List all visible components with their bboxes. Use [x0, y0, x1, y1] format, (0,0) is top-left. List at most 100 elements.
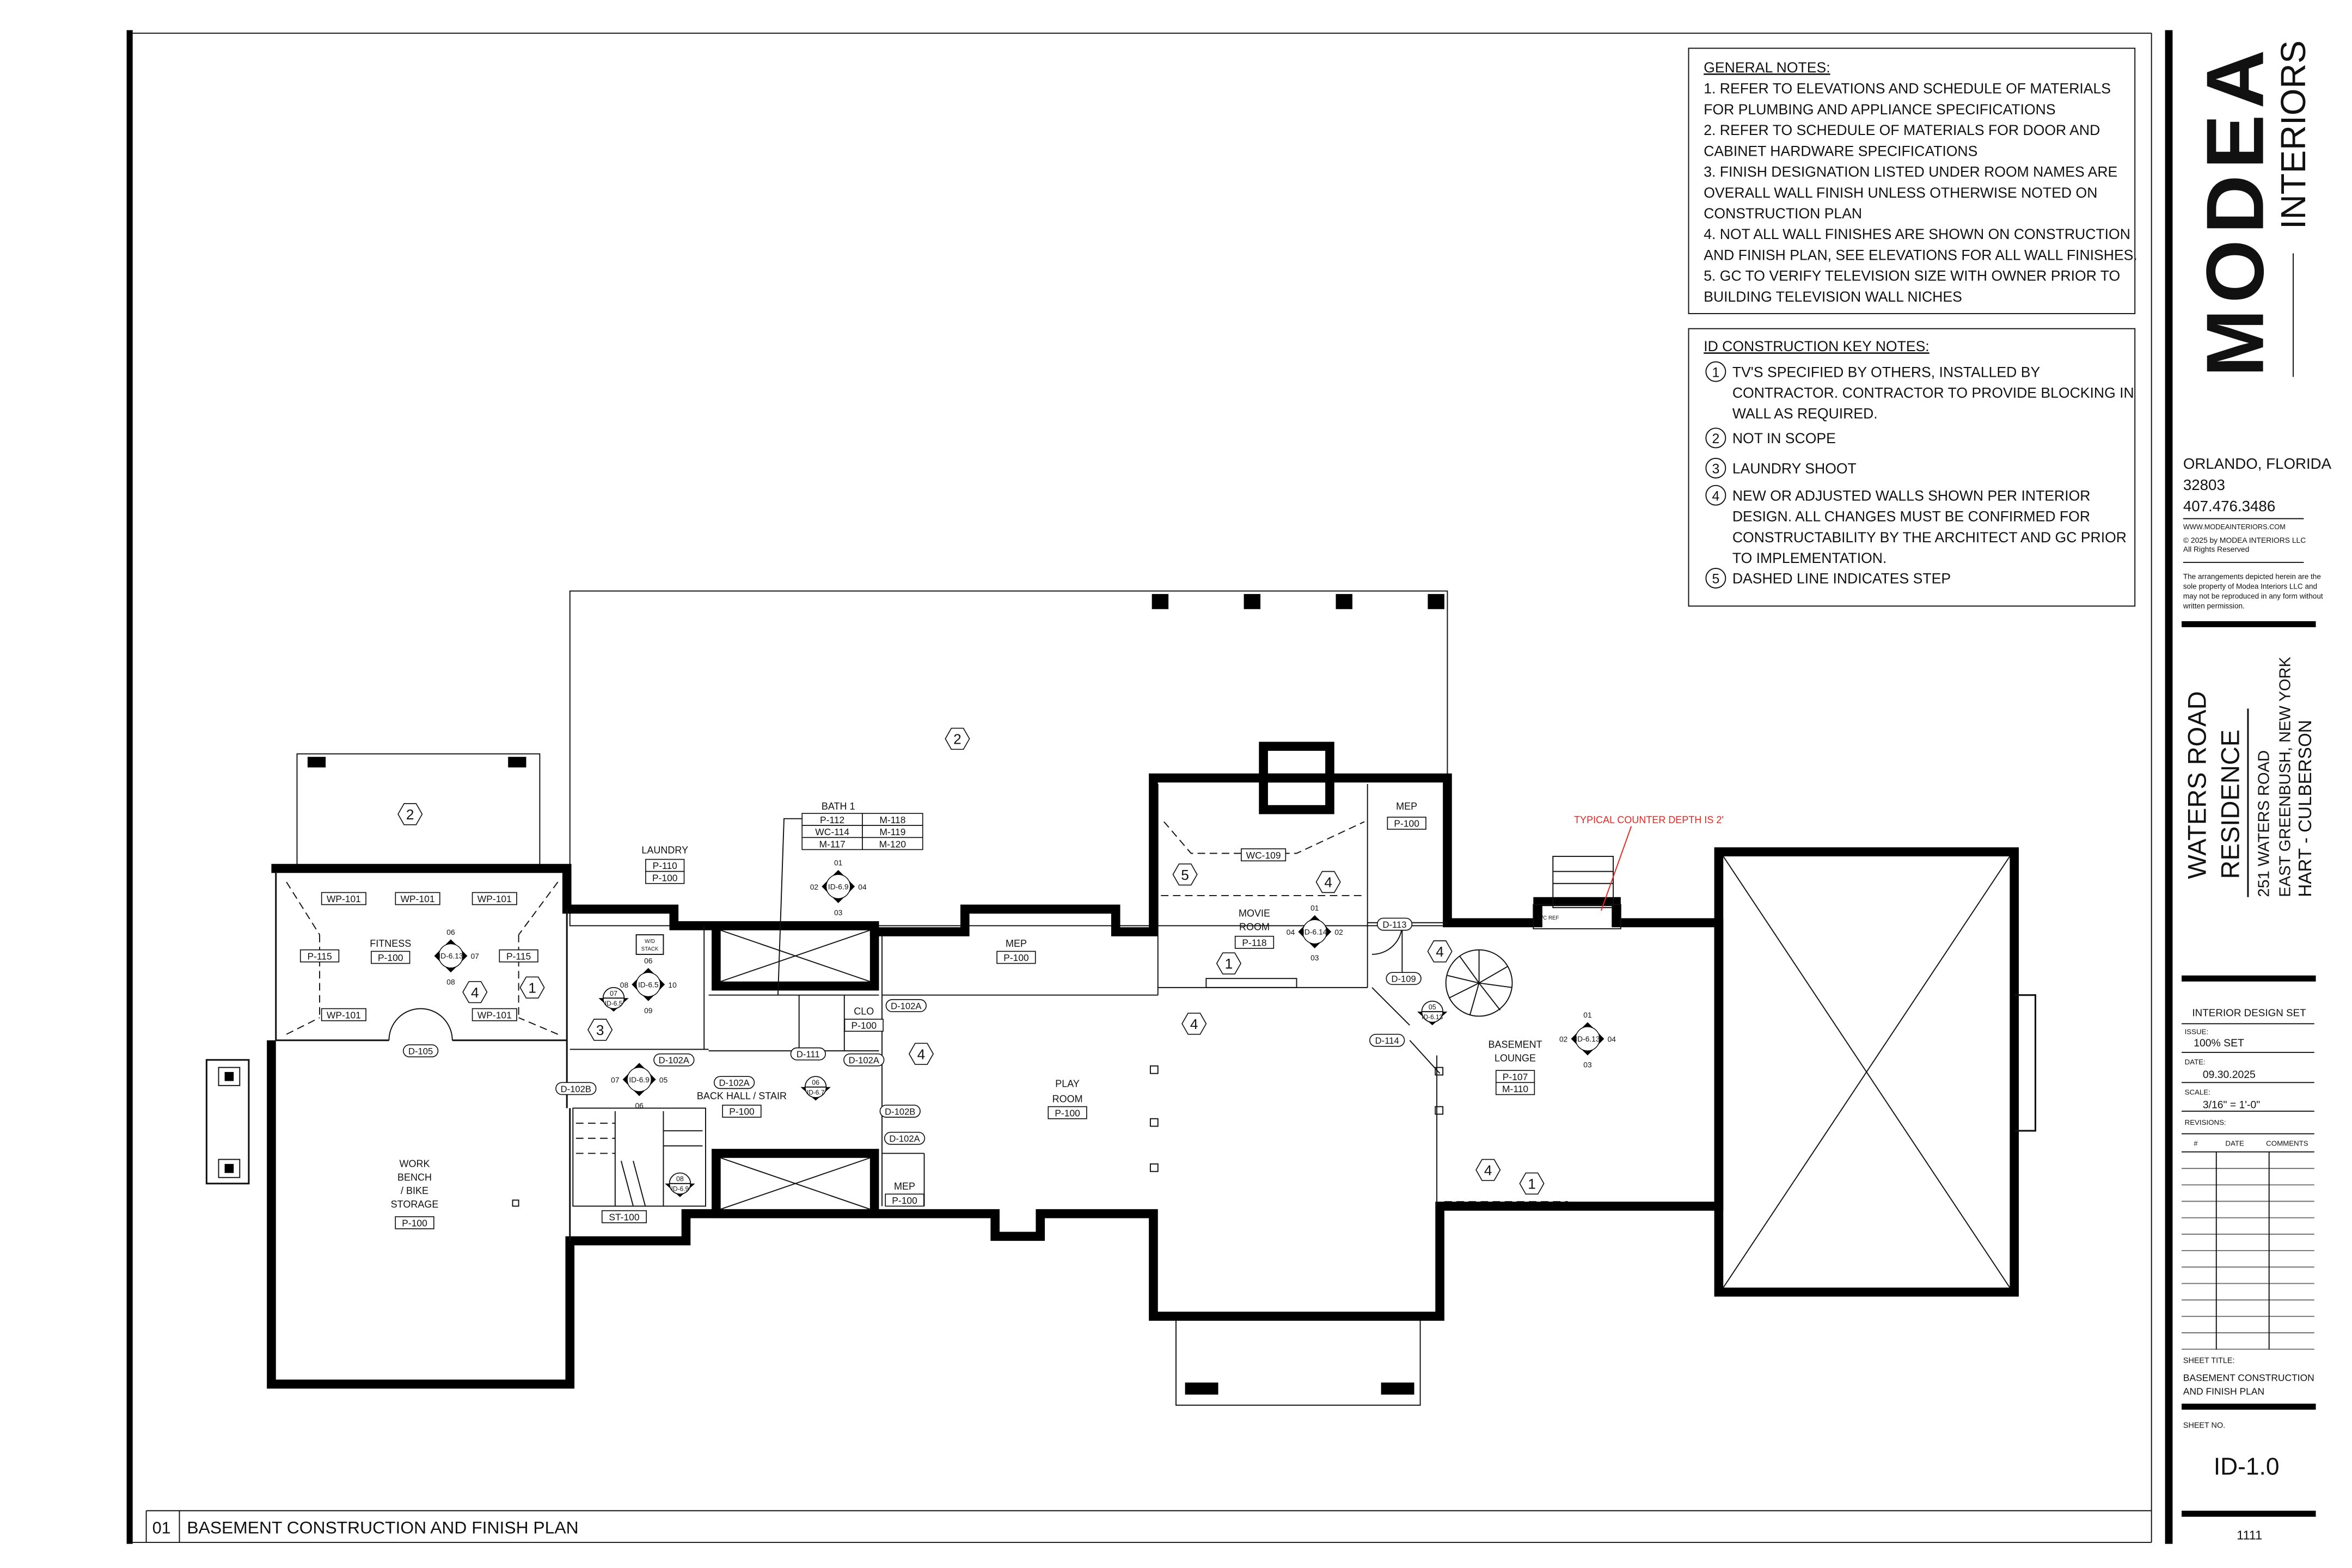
elevation-number: 02	[810, 883, 818, 891]
project-name-2: RESIDENCE	[2215, 730, 2244, 879]
keynote-hexagon: 4	[1475, 1159, 1501, 1181]
room-name: / BIKE	[401, 1185, 428, 1196]
finish-tag-box	[722, 1105, 762, 1118]
shaft-upper	[712, 921, 879, 991]
finish-tag: P-100	[1003, 952, 1029, 963]
rev-header-date: DATE	[2225, 1140, 2244, 1148]
key-note-number: 2	[1712, 431, 1719, 446]
room-name: ROOM	[1239, 922, 1270, 933]
wd-stack-label: W/D	[645, 939, 655, 945]
room-name: CLO	[854, 1006, 874, 1017]
issue-label: ISSUE:	[2185, 1028, 2209, 1036]
door-tag-label: D-102B	[885, 1106, 915, 1117]
finish-tag: P-115	[307, 951, 332, 961]
interior-walls	[275, 784, 1621, 1241]
section-id: ID-6.7	[807, 1088, 825, 1096]
finish-tag-box	[1241, 848, 1287, 862]
sheet-frame	[126, 30, 2173, 1544]
elevation-number: 06	[446, 928, 455, 936]
annotation-text: TYPICAL COUNTER DEPTH IS 2'	[1574, 814, 1724, 825]
key-note-number: 3	[1712, 462, 1719, 477]
elevation-number: 06	[644, 957, 653, 965]
key-note-5: 5 DASHED LINE INDICATES STEP	[1705, 568, 1951, 589]
keynote-hexagon: 1	[519, 976, 545, 999]
title-block: MODEA INTERIORS ORLANDO, FLORIDA 32803 4…	[2182, 40, 2332, 1542]
door-tag-label: D-109	[1392, 974, 1416, 984]
door-tag: D-102A	[653, 1053, 695, 1067]
finish-tag: WC-109	[1246, 850, 1281, 861]
finish-tag-box	[885, 1193, 924, 1207]
keynote-hexagon: 2	[397, 803, 423, 825]
key-note-text: WALL AS REQUIRED.	[1732, 406, 1878, 422]
keynote-hexagon: 4	[462, 981, 488, 1003]
room-name: FITNESS	[370, 938, 411, 949]
keynote-number: 2	[953, 731, 961, 748]
finish-tag-box	[299, 949, 340, 963]
elevation-number: 02	[1559, 1035, 1567, 1044]
keynote-number: 4	[1190, 1016, 1198, 1032]
logo-interiors: INTERIORS	[2274, 40, 2313, 229]
counter-depth-annotation: TYPICAL COUNTER DEPTH IS 2'	[1574, 814, 1724, 911]
disclaimer: The arrangements depicted herein are the	[2183, 572, 2321, 580]
disclaimer: sole property of Modea Interiors LLC and	[2183, 582, 2317, 590]
finish-tag: M-110	[1502, 1083, 1528, 1094]
room-name: ROOM	[1052, 1093, 1083, 1104]
door-tag-label: D-114	[1375, 1036, 1399, 1046]
elevation-number: 09	[644, 1006, 653, 1015]
keynote-number: 4	[1324, 874, 1332, 891]
finish-tag: P-112	[820, 814, 844, 825]
door-tag-label: D-113	[1383, 920, 1407, 930]
deck-outlines	[205, 590, 1448, 1406]
general-note-line: 2. REFER TO SCHEDULE OF MATERIALS FOR DO…	[1704, 122, 2100, 138]
finish-tag-box	[1234, 935, 1275, 949]
key-note-number: 1	[1712, 365, 1719, 380]
sheet-no-label: SHEET NO.	[2183, 1421, 2225, 1430]
key-note-text: NEW OR ADJUSTED WALLS SHOWN PER INTERIOR	[1732, 487, 2091, 504]
project-street: 251 WATERS ROAD	[2256, 750, 2273, 897]
finish-tag-box	[1048, 1106, 1087, 1119]
finish-tag: M-118	[879, 814, 905, 825]
general-note-line: FOR PLUMBING AND APPLIANCE SPECIFICATION…	[1704, 101, 2055, 118]
elevation-number: 01	[834, 859, 843, 867]
elevation-number: 01	[1583, 1010, 1592, 1019]
door-tag: D-102A	[884, 1131, 926, 1145]
door-tag: D-102A	[885, 999, 927, 1012]
general-notes: GENERAL NOTES: 1. REFER TO ELEVATIONS AN…	[1688, 47, 2137, 314]
finish-tag: M-117	[819, 838, 846, 849]
elevation-id: ID-6.5	[638, 980, 659, 989]
section-number: 08	[676, 1175, 684, 1183]
project-client: HART - CULBERSON	[2295, 720, 2316, 897]
door-tag: D-102B	[555, 1082, 597, 1095]
key-note-text: DASHED LINE INDICATES STEP	[1732, 571, 1951, 587]
room-label: FITNESS P-100	[370, 938, 411, 964]
elevation-number: 10	[668, 981, 677, 989]
key-note-number: 5	[1712, 572, 1719, 587]
finish-tag-box	[321, 892, 366, 905]
elevation-id: ID-6.14	[1302, 927, 1327, 936]
finish-tag: P-100	[402, 1217, 427, 1228]
revisions-label: REVISIONS:	[2185, 1118, 2226, 1126]
elevation-number: 06	[635, 1101, 644, 1110]
door-tag-label: D-102A	[659, 1055, 690, 1065]
finish-tag: P-100	[378, 952, 403, 963]
date-label: DATE:	[2185, 1058, 2206, 1066]
key-note-number-circle	[1705, 457, 1726, 479]
finish-tag: WP-101	[401, 893, 435, 904]
finish-tag: ST-100	[609, 1211, 640, 1222]
finish-tag: WP-101	[477, 1009, 512, 1020]
door-tag: D-102B	[879, 1105, 921, 1118]
